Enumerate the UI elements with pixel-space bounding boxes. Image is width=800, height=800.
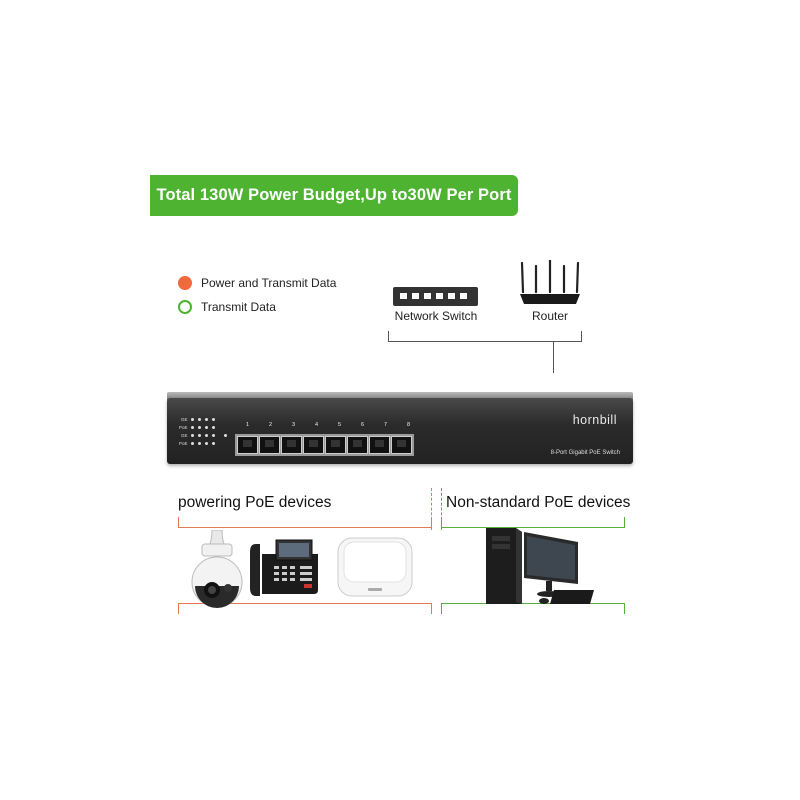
port-number: 4	[315, 422, 319, 428]
network-switch-label: Network Switch	[394, 309, 478, 323]
port-number: 2	[269, 422, 273, 428]
poe-top-bracket	[178, 517, 432, 528]
ethernet-port-icon	[391, 436, 412, 454]
poe-devices-title: powering PoE devices	[178, 494, 332, 511]
ring-dot-icon	[178, 300, 192, 314]
switch-brand: hornbill	[572, 413, 617, 427]
ip-camera-icon	[191, 530, 243, 608]
port-number: 5	[338, 422, 342, 428]
access-point-icon	[337, 537, 413, 597]
uplink-line	[553, 341, 554, 373]
section-divider-green	[441, 488, 442, 530]
network-switch-icon	[393, 287, 478, 306]
ethernet-port-icon	[281, 436, 302, 454]
legend-label: Power and Transmit Data	[201, 276, 337, 290]
router-label: Router	[531, 309, 569, 323]
switch-model: 8-Port Gigabit PoE Switch	[550, 450, 620, 456]
port-number: 8	[407, 422, 411, 428]
router-icon	[520, 260, 580, 304]
ip-phone-icon	[250, 539, 318, 596]
ethernet-port-icon	[325, 436, 346, 454]
ethernet-port-icon	[303, 436, 324, 454]
poe-bottom-bracket	[178, 603, 432, 614]
power-budget-banner: Total 130W Power Budget,Up to30W Per Por…	[150, 175, 518, 216]
port-number: 7	[384, 422, 388, 428]
non-poe-bottom-bracket	[441, 603, 625, 614]
desktop-computer-icon	[486, 528, 594, 604]
ethernet-port-icon	[347, 436, 368, 454]
poe-switch: GE PoE GE PoE 1 2 3 4 5 6 7 8	[167, 392, 633, 464]
port-number: 1	[246, 422, 250, 428]
non-poe-top-bracket	[441, 517, 625, 528]
ethernet-port-icon	[237, 436, 258, 454]
filled-dot-icon	[178, 276, 192, 290]
topology-connector	[388, 331, 582, 342]
switch-top-edge	[167, 392, 633, 400]
ethernet-port-icon	[259, 436, 280, 454]
port-number: 3	[292, 422, 296, 428]
legend-item-poe: Power and Transmit Data	[178, 276, 336, 290]
non-poe-devices-title: Non-standard PoE devices	[446, 494, 631, 511]
legend-item-data: Transmit Data	[178, 300, 276, 314]
banner-text: Total 130W Power Budget,Up to30W Per Por…	[156, 186, 512, 204]
ethernet-ports	[235, 434, 414, 456]
ethernet-port-icon	[369, 436, 390, 454]
section-divider-orange	[431, 488, 432, 530]
legend-label: Transmit Data	[201, 300, 276, 314]
switch-front-panel: GE PoE GE PoE 1 2 3 4 5 6 7 8	[167, 398, 633, 464]
port-number: 6	[361, 422, 365, 428]
